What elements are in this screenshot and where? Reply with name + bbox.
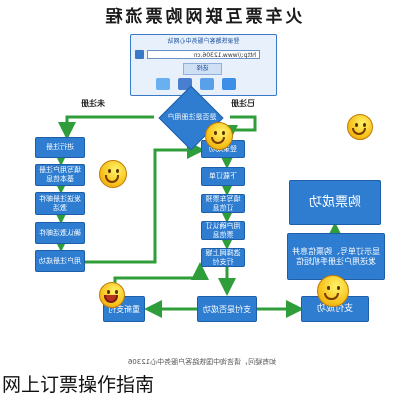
caption-bar: 网上订票操作指南 <box>0 370 405 400</box>
help-note: 如有疑问，请咨询中国铁路客户服务中心12306 <box>127 358 277 366</box>
ticket-success-box: 购票成功 <box>289 180 381 225</box>
step-register-success: 用户注册成功 <box>35 250 85 272</box>
browser-mockup: 登录铁路客户服务中心网站 http://www.12306.cn 选择 <box>130 34 277 96</box>
order-info-box: 显示订单号、购票信息并发送用户注册手机短信 <box>287 233 385 280</box>
step-online-bank-pay: 选择网上银行支付 <box>201 248 245 267</box>
go-button-icon <box>135 50 144 59</box>
smiley-face-icon <box>205 122 233 150</box>
unregistered-label: 未注册 <box>81 99 105 108</box>
laughing-face-icon <box>347 114 373 140</box>
step-register: 进行注册 <box>35 137 85 158</box>
step-fill-ticket-info: 填写车票预订信息 <box>201 194 245 213</box>
step-confirm-activation: 确认激活邮件 <box>35 222 85 244</box>
step-download-order: 下载订单 <box>201 167 245 186</box>
connector-arrows <box>52 87 344 318</box>
registered-label: 已注册 <box>231 99 255 108</box>
step-confirm-order: 用户确认订票信息 <box>201 221 245 240</box>
browser-caption: 登录铁路客户服务中心网站 <box>167 38 240 45</box>
grinning-face-icon <box>99 160 127 188</box>
caption-text: 网上订票操作指南 <box>2 374 155 396</box>
pay-check-box: 支付是否成功 <box>197 296 257 322</box>
mirrored-flowchart: 火车票互联网购票流程 <box>35 7 385 366</box>
step-fill-register-info: 填写用户注册基本信息 <box>35 164 85 186</box>
sweating-face-icon <box>317 275 349 307</box>
crying-face-icon <box>99 282 125 308</box>
step-send-activation-email: 发送注册邮件激活 <box>35 192 85 215</box>
url-bar: http://www.12306.cn <box>147 50 260 59</box>
select-label: 选择 <box>183 63 222 75</box>
